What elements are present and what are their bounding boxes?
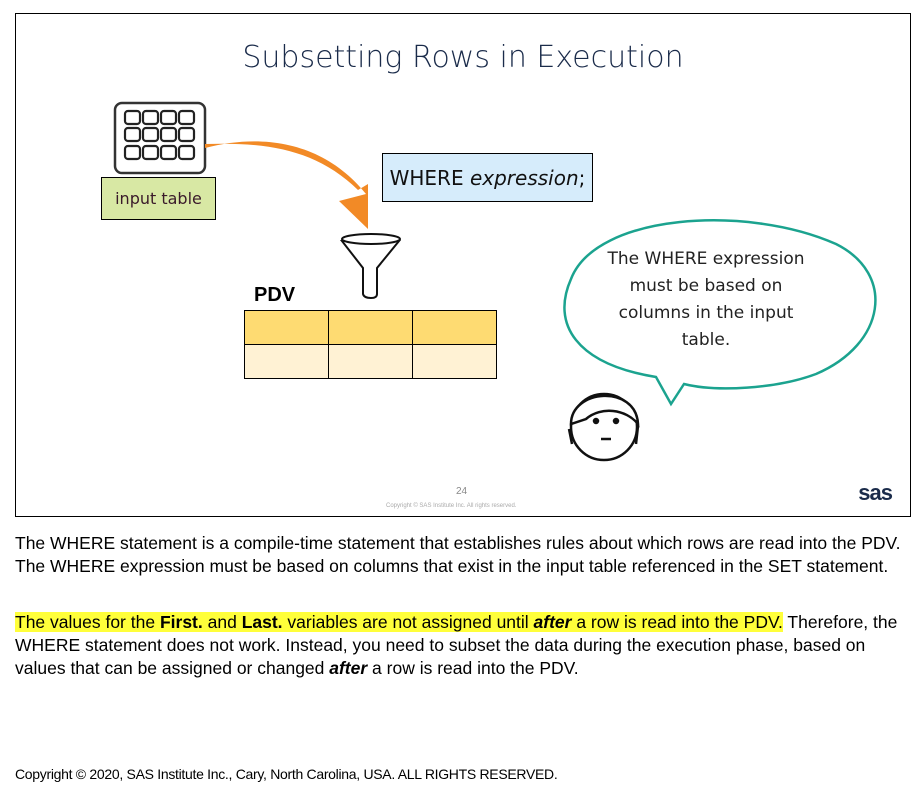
where-expression: expression [469,165,579,190]
girl-avatar-icon [567,392,640,462]
slide-copyright: Copyright © SAS Institute Inc. All right… [386,503,517,509]
funnel-icon [339,233,402,300]
pdv-label: PDV [254,284,296,306]
speech-bubble-text: The WHERE expression must be based on co… [607,249,805,350]
slide-title: Subsetting Rows in Execution [242,40,684,75]
page-number: 24 [456,486,468,497]
notes-paragraph-2: The values for the First. and Last. vari… [15,612,898,678]
slide-graphics [113,101,877,462]
orange-arrow-icon [205,141,368,229]
pdv-table [244,310,497,379]
where-expression-box: WHERE expression; [382,153,593,202]
input-table-label: input table [101,177,216,220]
where-keyword: WHERE [389,165,464,190]
footer-copyright: Copyright © 2020, SAS Institute Inc., Ca… [15,766,558,782]
semicolon: ; [578,165,586,190]
notes-paragraph-1: The WHERE statement is a compile-time st… [15,533,901,576]
sas-logo: sas [858,480,893,505]
table-icon [113,101,207,175]
slide: Subsetting Rows in Execution input table… [15,13,911,517]
speech-bubble [563,219,877,407]
